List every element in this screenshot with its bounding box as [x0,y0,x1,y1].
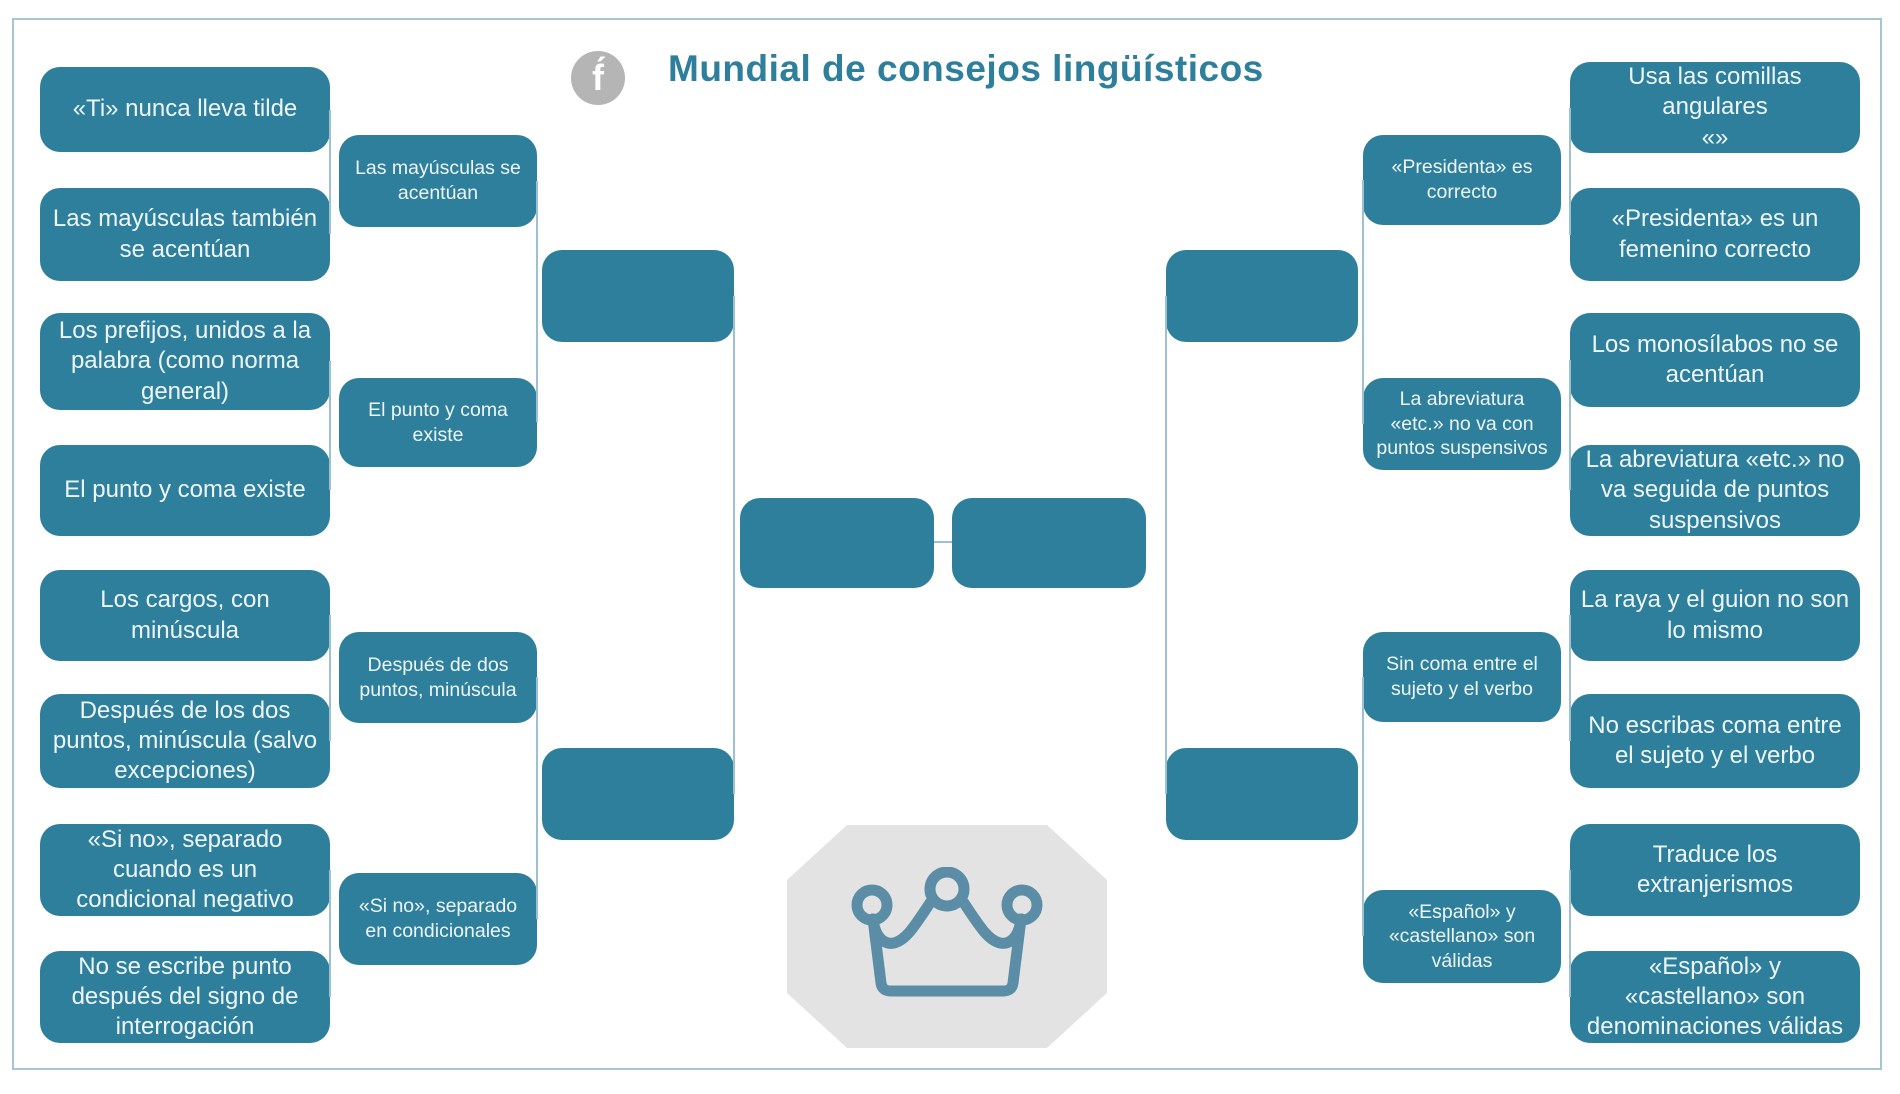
match-left-semifinal-box-2 [542,748,734,840]
match-final-box-right [952,498,1146,588]
match-right-r1-box-7: Traduce los extranjerismos [1570,824,1860,916]
match-right-r2-box-1: «Presidenta» es correcto [1363,135,1561,225]
connector-line [1569,870,1571,997]
connector-line [329,870,331,997]
match-right-r2-box-3: Sin coma entre el sujeto y el verbo [1363,632,1561,722]
connector-line [1362,180,1364,424]
match-left-r1-box-8: No se escribe punto después del signo de… [40,951,330,1043]
connector-line [536,181,538,422]
match-right-r1-box-2: «Presidenta» es un femenino correcto [1570,188,1860,281]
match-right-r1-box-6: No escribas coma entre el sujeto y el ve… [1570,694,1860,788]
match-left-r2-box-4: «Si no», separado en condicionales [339,873,537,965]
connector-line [934,541,952,543]
match-left-semifinal-box-1 [542,250,734,342]
match-left-r1-box-7: «Si no», separado cuando es un condicion… [40,824,330,916]
page-title: Mundial de consejos lingüísticos [668,48,1264,89]
connector-line [329,110,331,234]
connector-line [1569,108,1571,235]
match-left-r1-box-4: El punto y coma existe [40,445,330,536]
match-left-r1-box-5: Los cargos, con minúscula [40,570,330,661]
connector-line [1362,677,1364,936]
match-right-r1-box-1: Usa las comillas angulares «» [1570,62,1860,153]
match-right-r2-box-2: La abreviatura «etc.» no va con puntos s… [1363,378,1561,470]
match-left-r2-box-3: Después de dos puntos, minúscula [339,632,537,723]
connector-line [733,296,735,794]
connector-line [329,615,331,741]
fundeu-logo-letter: f́ [592,57,604,98]
match-final-box-left [740,498,934,588]
connector-line [329,361,331,490]
match-right-semifinal-box-2 [1166,748,1358,840]
connector-line [1569,615,1571,741]
match-right-semifinal-box-1 [1166,250,1358,342]
match-left-r2-box-2: El punto y coma existe [339,378,537,467]
match-left-r1-box-6: Después de los dos puntos, minúscula (sa… [40,694,330,788]
connector-line [536,677,538,919]
champion-platform [787,825,1107,1048]
match-left-r1-box-1: «Ti» nunca lleva tilde [40,67,330,152]
match-right-r1-box-4: La abreviatura «etc.» no va seguida de p… [1570,445,1860,536]
match-right-r1-box-3: Los monosílabos no se acentúan [1570,313,1860,407]
fundeu-logo-icon: f́ [571,51,625,105]
connector-line [1165,296,1167,794]
match-left-r1-box-3: Los prefijos, unidos a la palabra (como … [40,313,330,410]
crown-icon [851,866,1043,996]
match-right-r1-box-8: «Español» y «castellano» son denominacio… [1570,951,1860,1043]
connector-line [1569,360,1571,490]
match-left-r2-box-1: Las mayúsculas se acentúan [339,135,537,227]
match-right-r2-box-4: «Español» y «castellano» son válidas [1363,890,1561,983]
match-right-r1-box-5: La raya y el guion no son lo mismo [1570,570,1860,661]
match-left-r1-box-2: Las mayúsculas también se acentúan [40,188,330,281]
